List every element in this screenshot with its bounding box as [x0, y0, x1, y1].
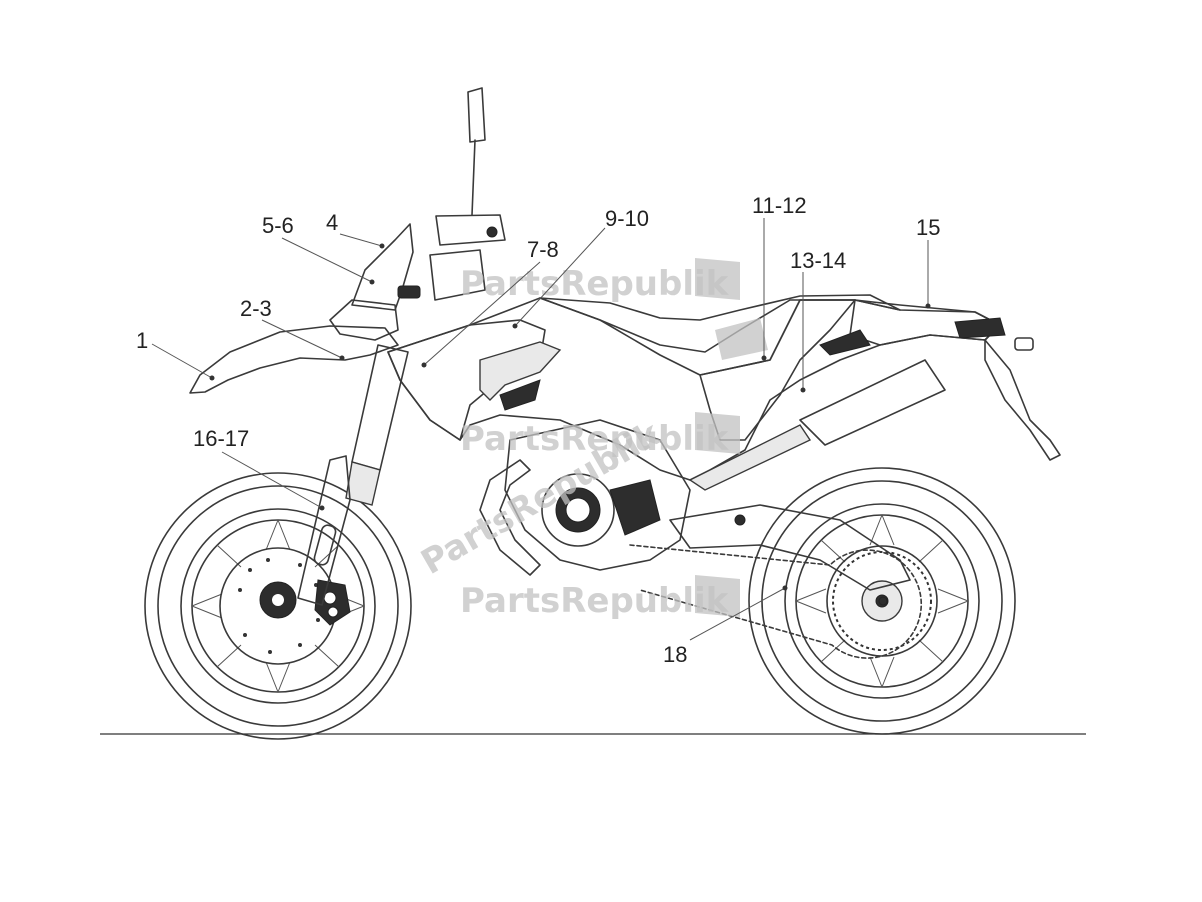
callout-label: 9-10	[605, 206, 649, 231]
body-panels	[387, 294, 1061, 491]
callout-label: 11-12	[752, 193, 807, 218]
callout-label: 1	[136, 328, 148, 353]
gear-flag-icon	[715, 318, 768, 360]
callout-label: 2-3	[240, 296, 272, 321]
front-fork	[297, 344, 409, 606]
callout-label: 18	[663, 642, 687, 667]
gear-flag-icon	[695, 575, 740, 617]
watermark-text: PartsRepublik	[460, 581, 730, 621]
gear-flag-icon	[695, 412, 740, 454]
gear-flag-icon	[695, 258, 740, 300]
callout-label: 15	[916, 215, 940, 240]
callout-label: 4	[326, 210, 338, 235]
callout-label: 5-6	[262, 213, 294, 238]
callouts: 1 2-3 4 5-6 7-8 9-10 11-12 13-14 15	[136, 193, 940, 667]
callout-label: 13-14	[790, 248, 846, 273]
callout-label: 16-17	[193, 426, 249, 451]
swingarm-chain	[629, 504, 923, 659]
watermark-text: PartsRepublik	[460, 264, 730, 304]
front-wheel	[144, 472, 412, 740]
watermark-text: PartsRepublik	[460, 419, 730, 459]
handlebar-mirror	[429, 87, 506, 301]
engine	[479, 419, 691, 576]
front-fender	[189, 325, 399, 394]
watermark: PartsRepublik PartsRepublik PartsRepubli…	[415, 258, 768, 621]
headlight-cowl	[329, 223, 421, 341]
callout-label: 7-8	[527, 237, 559, 262]
rear-wheel	[748, 467, 1016, 735]
